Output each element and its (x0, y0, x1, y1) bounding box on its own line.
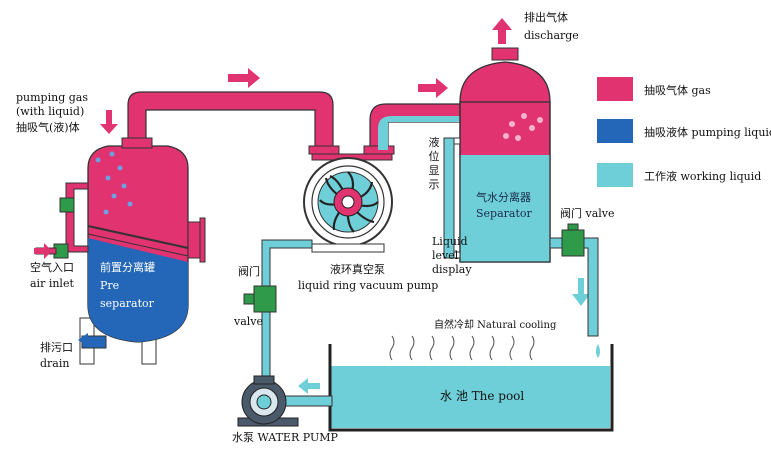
legend-swatch-gas (597, 77, 633, 101)
label-drain-cn: 排污口 (40, 341, 73, 354)
label-valve-right: 阀门 valve (560, 207, 615, 220)
label-level-cn: 液位显示 (428, 136, 440, 191)
label-level-en1: Liquid (432, 235, 468, 248)
label-pre-separator-en2: separator (100, 297, 154, 310)
pool (328, 344, 614, 432)
label-lrvp-en: liquid ring vacuum pump (298, 279, 439, 292)
label-pre-separator-cn: 前置分离罐 (100, 261, 155, 274)
legend-label-liquid: 抽吸液体 pumping liquid (644, 126, 771, 139)
label-separator-en: Separator (476, 207, 532, 220)
label-pre-separator-en1: Pre (100, 279, 120, 292)
label-discharge-cn: 排出气体 (524, 11, 568, 24)
label-pumping-gas-cn: 抽吸气(液)体 (16, 121, 80, 134)
arrow-pumping-gas-down (100, 110, 118, 134)
label-pumping-gas-en: pumping gas (16, 91, 88, 104)
gas-pipe-top (127, 91, 334, 151)
arrow-top-right-1 (228, 68, 260, 88)
label-pool: 水 池 The pool (440, 389, 525, 403)
pre-separator-tank (79, 137, 206, 365)
natural-cooling-waves (389, 335, 535, 361)
label-discharge-en: discharge (524, 29, 579, 42)
label-lrvp-cn: 液环真空泵 (330, 263, 385, 276)
label-water-pump: 水泵 WATER PUMP (232, 431, 338, 444)
label-separator-cn: 气水分离器 (476, 191, 531, 204)
label-pumping-gas-en2: (with liquid) (16, 105, 85, 118)
water-pump (237, 375, 299, 427)
legend-label-gas: 抽吸气体 gas (644, 84, 711, 97)
legend-swatch-working (597, 163, 633, 187)
arrow-air-inlet (34, 243, 52, 259)
arrow-pool-left (298, 378, 320, 394)
label-level-en2: level (432, 249, 459, 262)
label-valve-left-cn: 阀门 (238, 265, 260, 278)
label-air-inlet-en: air inlet (30, 277, 74, 290)
separator-tank (443, 47, 551, 263)
valve-right[interactable] (561, 223, 585, 257)
legend-label-working: 工作液 working liquid (644, 170, 762, 183)
legend-swatch-liquid (597, 119, 633, 143)
label-drain-en: drain (40, 357, 70, 370)
liquid-ring-vacuum-pump (303, 153, 393, 253)
arrow-top-right-2 (418, 78, 448, 98)
valve-left[interactable] (243, 285, 277, 313)
label-natural-cooling: 自然冷却 Natural cooling (434, 320, 557, 331)
air-inlet-valve-top[interactable] (59, 197, 75, 213)
arrow-drain-left (78, 333, 100, 347)
arrow-discharge-up (492, 18, 512, 44)
label-valve-left-en: valve (234, 315, 264, 328)
label-level-en3: display (432, 263, 472, 276)
label-air-inlet-cn: 空气入口 (30, 261, 74, 274)
arrow-down-right (572, 278, 590, 306)
